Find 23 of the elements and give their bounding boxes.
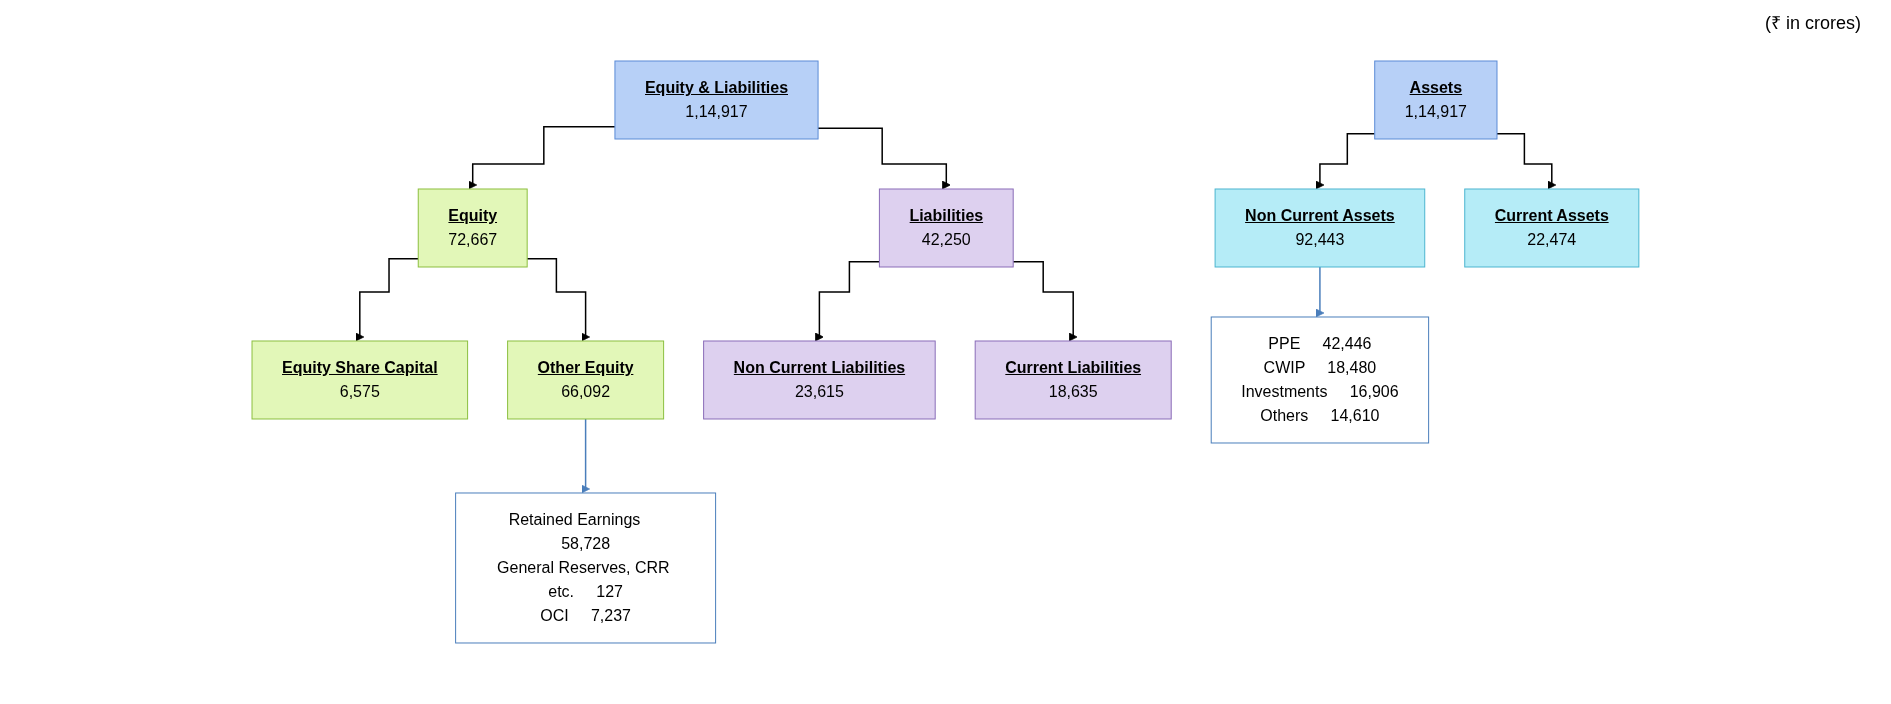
unit-note: (₹ in crores) [1765, 12, 1861, 34]
arrow [1496, 133, 1557, 190]
node-box: Current Assets 22,474 [1464, 188, 1640, 268]
arrow [815, 261, 881, 342]
node-box: Equity Share Capital 6,575 [251, 340, 469, 420]
arrow [1315, 266, 1325, 318]
node-box: Assets 1,14,917 [1374, 60, 1498, 140]
node-box: Equity & Liabilities 1,14,917 [614, 60, 819, 140]
node-box: Current Liabilities 18,635 [974, 340, 1172, 420]
node-box: Non Current Liabilities 23,615 [703, 340, 936, 420]
node-box: Equity 72,667 [417, 188, 528, 268]
node-box: PPE 42,446 CWIP 18,480 Investments 16,906 Others 14,610 [1210, 316, 1430, 444]
node-box: Other Equity 66,092 [507, 340, 665, 420]
arrow [526, 258, 591, 342]
node-box: Liabilities 42,250 [878, 188, 1014, 268]
node-box: Retained Earnings 58,728 General Reserves, CRR etc. 127 OCI 7,237 [455, 492, 717, 644]
arrow [1012, 261, 1078, 342]
arrow [468, 125, 616, 190]
arrow [581, 418, 591, 494]
arrow [817, 127, 951, 190]
node-box: Non Current Assets 92,443 [1214, 188, 1426, 268]
arrow [355, 258, 420, 342]
arrow [1315, 133, 1376, 190]
